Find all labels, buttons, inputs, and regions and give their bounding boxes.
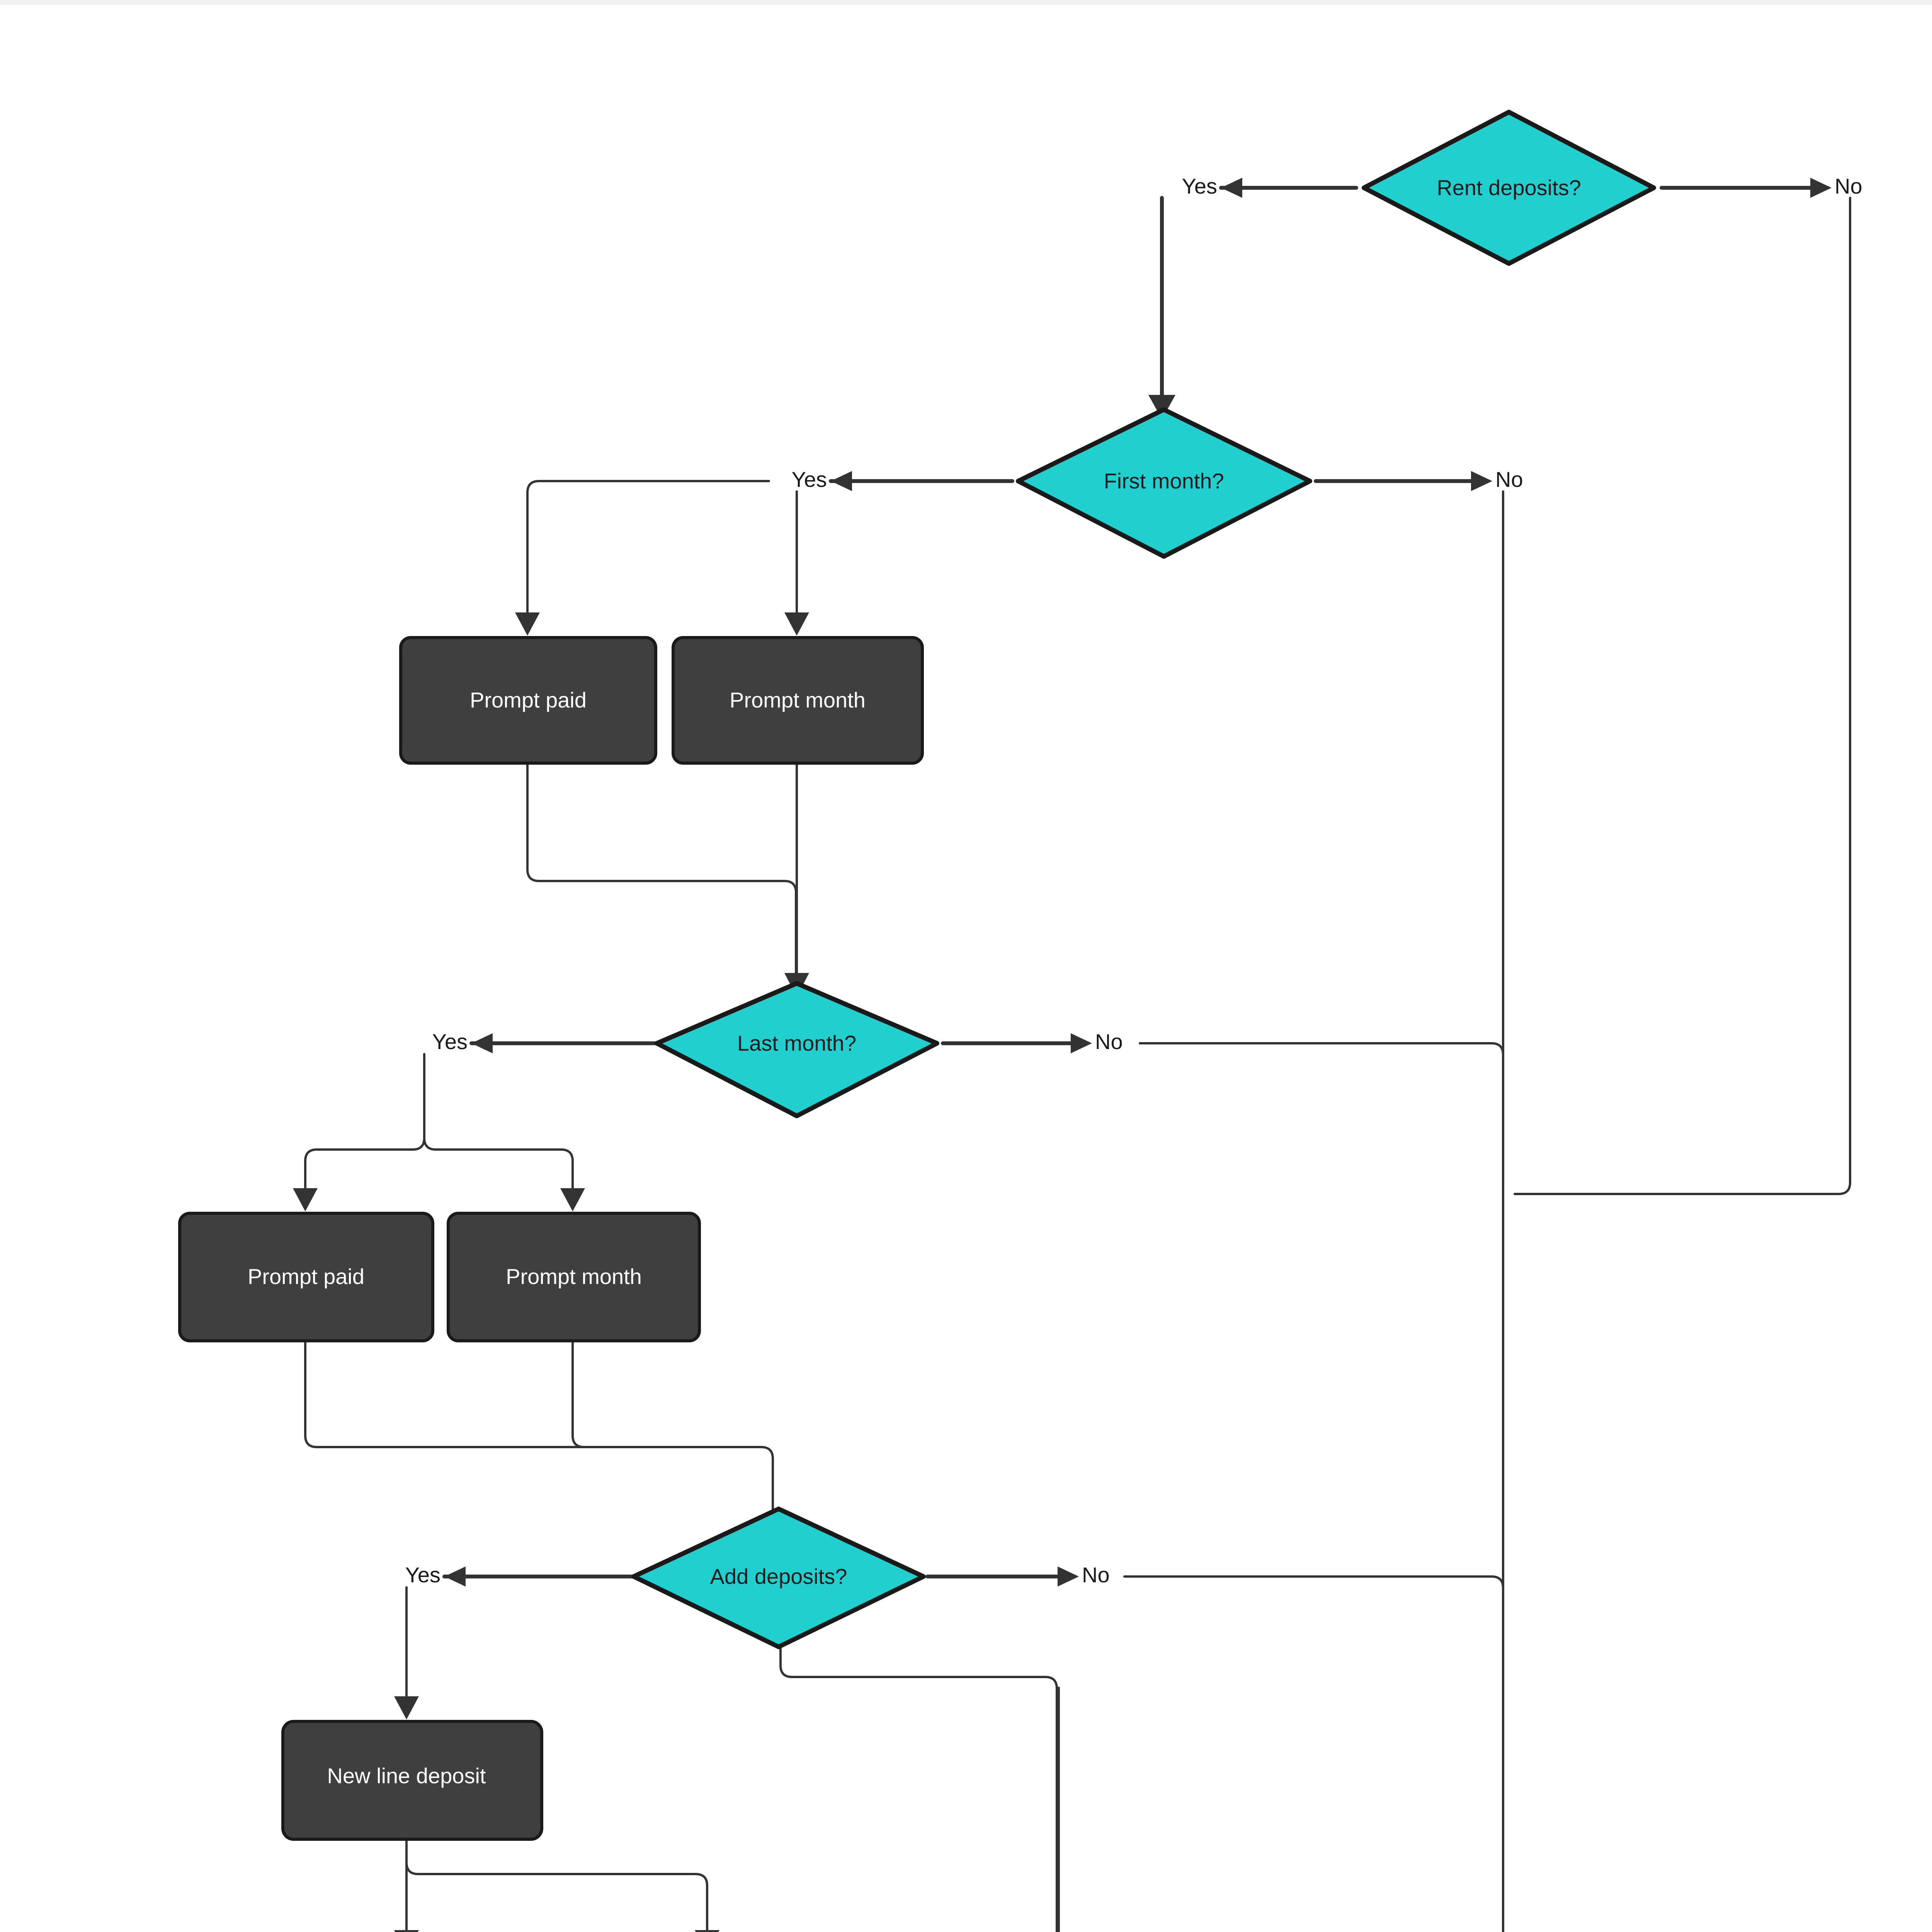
node-new-line-deposit[interactable]: New line deposit bbox=[281, 1720, 543, 1841]
node-prompt-paid-1[interactable]: Prompt paid bbox=[399, 636, 657, 765]
decision-diamond-rent-deposits[interactable] bbox=[1362, 110, 1656, 266]
edge-last-no-route bbox=[1139, 1042, 1504, 1056]
arrowhead-first-no bbox=[1471, 471, 1492, 491]
node-label-add-deposits: Add deposits? bbox=[710, 1564, 847, 1588]
node-label-prompt-month-2: Prompt month bbox=[506, 1264, 642, 1289]
decision-diamond-add-deposits[interactable] bbox=[631, 1507, 926, 1649]
arrowhead-prompt-month-2 bbox=[560, 1188, 585, 1211]
edge-label-last-yes: Yes bbox=[432, 1029, 468, 1054]
node-label-rent-deposits: Rent deposits? bbox=[1437, 175, 1581, 200]
node-add-deposits[interactable]: Add deposits? bbox=[631, 1507, 926, 1649]
edge-last-yes-right bbox=[423, 1137, 574, 1195]
arrowhead-last-no bbox=[1071, 1033, 1092, 1053]
top-window-strip bbox=[0, 0, 1932, 5]
arrowhead-prompt-paid-1 bbox=[515, 612, 540, 636]
edge-nld-to-prompt-month bbox=[405, 1861, 708, 1932]
edge-label-first-yes: Yes bbox=[792, 467, 827, 492]
edge-label-rent-no: No bbox=[1835, 174, 1862, 198]
node-label-prompt-paid-1: Prompt paid bbox=[470, 688, 587, 712]
node-prompt-month-1[interactable]: Prompt month bbox=[672, 636, 924, 765]
edge-label-add-no: No bbox=[1082, 1563, 1110, 1587]
process-box-prompt-paid-1[interactable] bbox=[399, 636, 657, 765]
edge-label-layer: Yes No Yes No Yes No Yes No bbox=[405, 174, 1862, 1587]
arrowhead-new-line-deposit-in bbox=[394, 1696, 419, 1719]
arrowhead-rent-no bbox=[1810, 178, 1832, 198]
node-label-last-month: Last month? bbox=[737, 1031, 856, 1055]
arrowhead-prompt-paid-3 bbox=[394, 1930, 419, 1932]
edge-prompt-month-2-merge bbox=[571, 1340, 762, 1448]
node-prompt-month-2[interactable]: Prompt month bbox=[447, 1212, 701, 1342]
process-box-prompt-month-1[interactable] bbox=[672, 636, 924, 765]
arrowhead-prompt-paid-2 bbox=[293, 1188, 318, 1211]
node-label-first-month: First month? bbox=[1104, 469, 1224, 493]
node-prompt-paid-2[interactable]: Prompt paid bbox=[178, 1212, 434, 1342]
node-rent-deposits[interactable]: Rent deposits? bbox=[1362, 110, 1656, 266]
process-box-prompt-month-2[interactable] bbox=[447, 1212, 701, 1342]
arrowhead-prompt-month-3 bbox=[695, 1930, 719, 1932]
edge-layer bbox=[293, 178, 1851, 1932]
arrowhead-add-no bbox=[1058, 1566, 1079, 1587]
arrowhead-first-yes bbox=[831, 471, 852, 491]
node-last-month[interactable]: Last month? bbox=[655, 981, 939, 1118]
edge-last-yes-left bbox=[304, 1137, 425, 1195]
edge-first-yes-to-prompt-paid bbox=[526, 480, 770, 619]
edge-label-last-no: No bbox=[1095, 1029, 1123, 1054]
node-label-prompt-paid-2: Prompt paid bbox=[248, 1264, 364, 1289]
edge-add-no-route bbox=[1123, 1575, 1504, 1589]
node-label-new-line-deposit: New line deposit bbox=[327, 1764, 486, 1788]
edge-prompt-month-3-loopback bbox=[779, 1633, 1058, 1932]
process-box-prompt-paid-2[interactable] bbox=[178, 1212, 434, 1342]
edge-label-rent-yes: Yes bbox=[1182, 174, 1217, 198]
node-first-month[interactable]: First month? bbox=[1016, 407, 1312, 559]
arrowhead-prompt-month-1 bbox=[784, 612, 809, 636]
edge-prompt-paid-1-merge bbox=[526, 763, 797, 979]
arrowhead-last-yes bbox=[471, 1033, 493, 1053]
arrowhead-rent-yes bbox=[1221, 178, 1242, 198]
edge-label-first-no: No bbox=[1495, 467, 1523, 492]
arrowhead-add-yes bbox=[444, 1566, 466, 1587]
process-box-new-line-deposit[interactable] bbox=[281, 1720, 543, 1841]
edge-label-add-yes: Yes bbox=[405, 1563, 440, 1587]
edge-rent-no-route bbox=[1514, 197, 1851, 1195]
decision-diamond-first-month[interactable] bbox=[1016, 407, 1312, 559]
edge-prompt-paid-2-merge bbox=[304, 1340, 774, 1547]
arrowhead-first-month-in bbox=[1148, 395, 1175, 419]
node-label-prompt-month-1: Prompt month bbox=[730, 688, 866, 712]
decision-diamond-last-month[interactable] bbox=[655, 981, 939, 1118]
